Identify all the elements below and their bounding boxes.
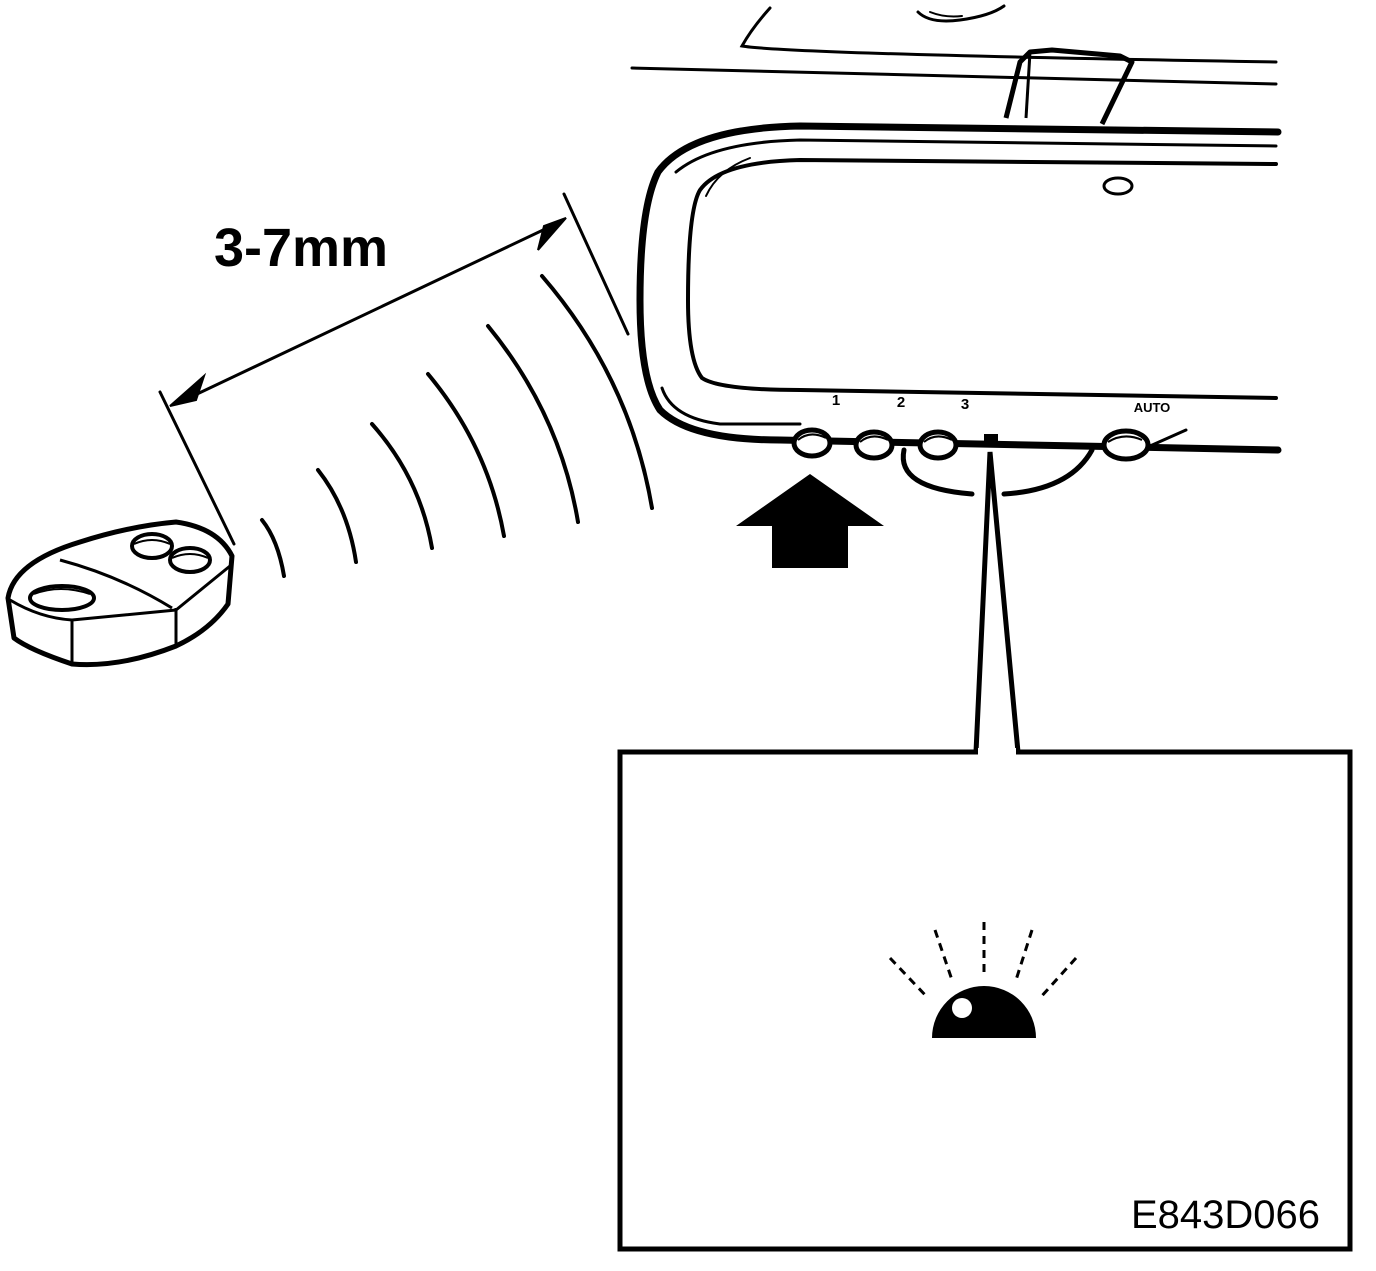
mirror-buttons (791, 427, 1151, 462)
indicator-led-icon (984, 434, 998, 444)
dimension-arrowhead-left-icon (169, 372, 207, 407)
remote-button-1[interactable] (130, 532, 174, 560)
rearview-mirror (636, 122, 1282, 454)
remote-button-2[interactable] (168, 546, 212, 574)
distance-label: 3-7mm (214, 218, 388, 278)
auto-label: AUTO (1134, 400, 1171, 415)
callout-leader (973, 451, 1021, 753)
signal-waves-icon (260, 274, 654, 578)
homelink-button-1[interactable] (791, 427, 833, 459)
button-label-1: 1 (832, 392, 840, 409)
flashing-led-icon (888, 922, 1078, 1038)
distance-dimension (158, 192, 630, 546)
figure-code: E843D066 (1131, 1193, 1320, 1237)
button-label-group: 1 2 3 AUTO (832, 392, 1170, 415)
light-sensor-icon (1102, 176, 1134, 196)
mirror-mount-stem (1003, 47, 1135, 126)
auto-dimming-button[interactable] (1101, 428, 1151, 462)
button-label-2: 2 (897, 394, 905, 411)
press-up-arrow-icon (736, 474, 884, 568)
dimension-arrowhead-right-icon (537, 217, 567, 251)
button-wiring (900, 447, 1095, 497)
remote-button-oval[interactable] (28, 584, 96, 612)
windshield-headliner (630, 4, 1278, 86)
button-label-3: 3 (961, 396, 969, 413)
homelink-button-2[interactable] (853, 429, 895, 461)
homelink-button-3[interactable] (917, 429, 959, 461)
garage-door-remote (5, 519, 235, 668)
